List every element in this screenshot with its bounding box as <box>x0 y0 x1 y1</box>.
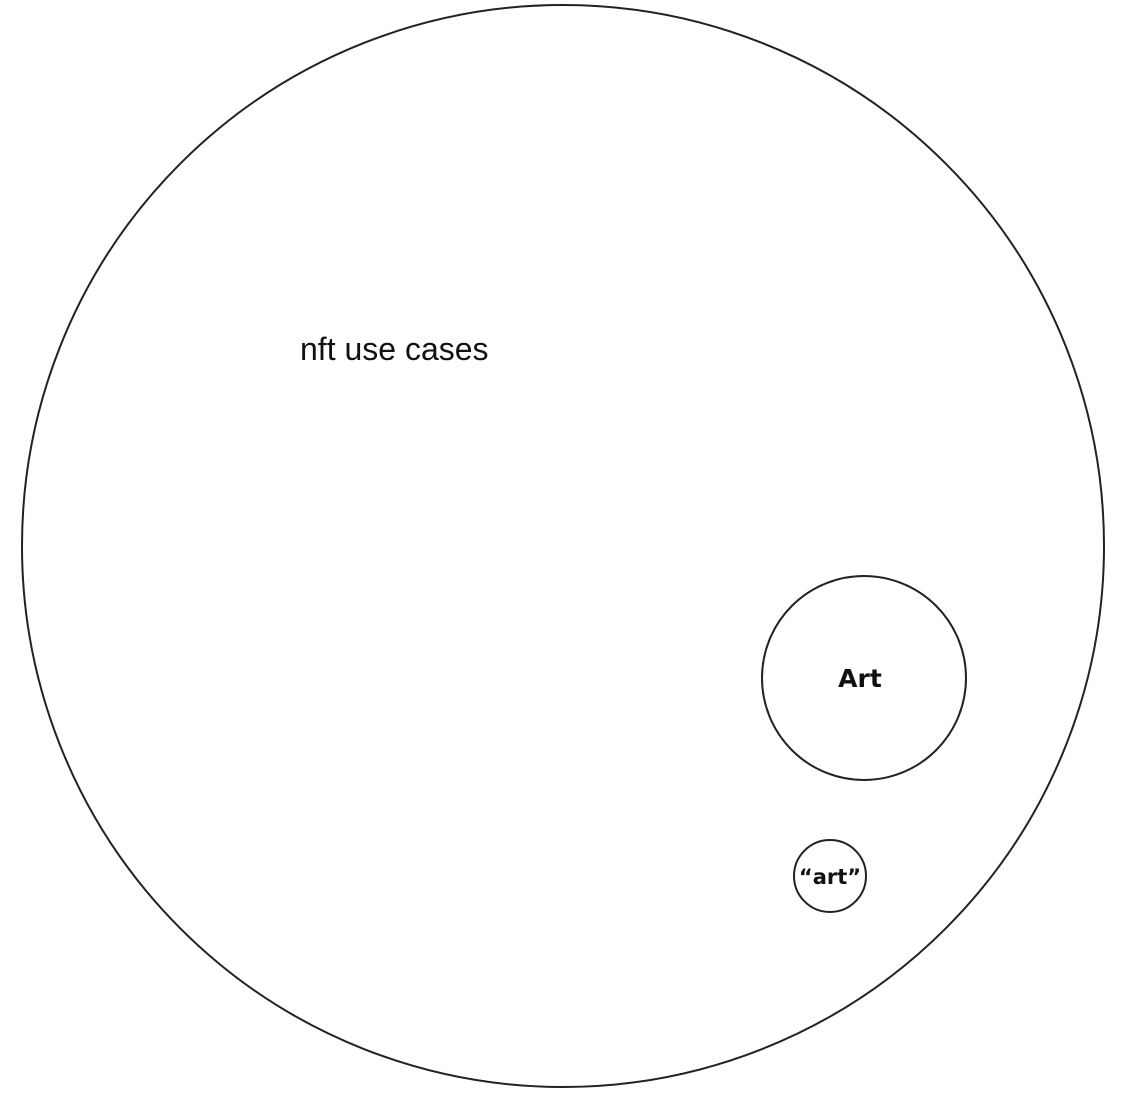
inner-circle-art-label: Art <box>838 664 882 693</box>
inner-circle-art <box>761 575 967 781</box>
outer-circle-nft-use-cases <box>21 4 1105 1088</box>
inner-circle-quoted-art-label: “art” <box>799 865 861 889</box>
inner-circle-quoted-art <box>793 839 867 913</box>
outer-circle-label: nft use cases <box>300 331 489 367</box>
